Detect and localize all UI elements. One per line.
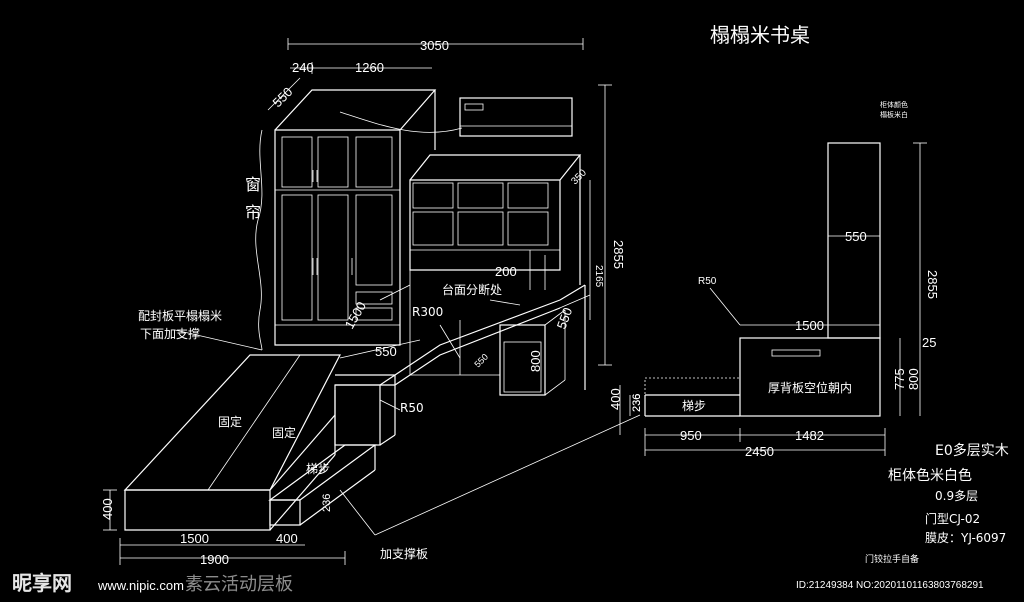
dim-236-step: 236 xyxy=(321,494,333,512)
dim-550-top: 550 xyxy=(270,84,296,110)
dim-1482: 1482 xyxy=(795,428,824,443)
dim-236-right-view: 236 xyxy=(631,394,643,412)
bookshelf-desk xyxy=(335,154,586,396)
spec-film: 膜皮：YJ-6097 xyxy=(925,531,1006,545)
dim-350: 350 xyxy=(569,167,589,187)
dim-240: 240 xyxy=(292,60,314,75)
drawing-title: 榻榻米书桌 xyxy=(710,23,810,47)
watermark-id: ID:21249384 NO:20201101163803768291 xyxy=(796,580,984,591)
dim-400-step: 400 xyxy=(276,531,298,546)
curtain-label-1: 窗 xyxy=(245,175,261,194)
dim-550-small: 550 xyxy=(472,352,490,370)
r50-label: R50 xyxy=(400,401,424,415)
dim-200: 200 xyxy=(495,264,517,279)
dim-236-right: 236 xyxy=(631,394,643,412)
dim-400-left: 400 xyxy=(100,498,115,520)
dim-550-desk: 550 xyxy=(375,344,397,359)
spec-door: 门型CJ-02 xyxy=(925,511,980,526)
step-label-left: 梯步 xyxy=(306,462,330,476)
wardrobe xyxy=(274,89,437,346)
right-elevation xyxy=(629,142,927,456)
tiny-note-1: 柜体颜色 xyxy=(880,100,908,109)
dim-2450: 2450 xyxy=(745,444,774,459)
watermark-overlay: 素云活动层板 xyxy=(185,574,293,595)
r50-right-label: R50 xyxy=(698,276,717,287)
dim-2855-right: 2855 xyxy=(925,270,940,299)
r300-label: R300 xyxy=(412,305,443,319)
dim-3050: 3050 xyxy=(420,38,449,53)
dim-1500-right: 1500 xyxy=(795,318,824,333)
dim-1500: 1500 xyxy=(180,531,209,546)
dim-800: 800 xyxy=(528,350,543,372)
dim-1900: 1900 xyxy=(200,552,229,567)
dim-550-right: 550 xyxy=(845,229,867,244)
back-panel-label: 厚背板空位朝内 xyxy=(768,380,852,395)
spec-handle: 门铰拉手自备 xyxy=(865,553,919,565)
spec-material: E0多层实木 xyxy=(935,442,1009,459)
dim-25: 25 xyxy=(922,335,936,350)
counter-break-label: 台面分断处 xyxy=(442,282,502,297)
watermark-site: www.nipic.com xyxy=(97,578,184,593)
dim-1260: 1260 xyxy=(355,60,384,75)
ac-unit xyxy=(339,97,573,137)
fixed-label-2: 固定 xyxy=(272,425,296,440)
watermark-brand: 昵享网 xyxy=(12,571,72,595)
dim-550-side: 550 xyxy=(554,306,576,332)
curtain-line xyxy=(255,129,263,351)
dim-800-right: 800 xyxy=(906,368,921,390)
dim-950: 950 xyxy=(680,428,702,443)
note-seal-board: 配封板平榻榻米 xyxy=(138,309,222,323)
tatami-platform xyxy=(123,354,641,536)
step-label-right: 梯步 xyxy=(682,399,706,413)
dim-2165: 2165 xyxy=(593,265,604,288)
spec-layer: 0.9多层 xyxy=(935,489,978,503)
dim-2855: 2855 xyxy=(611,240,626,269)
note-support: 下面加支撑 xyxy=(140,326,200,341)
support-board-label: 加支撑板 xyxy=(380,546,428,561)
dimension-lines-left xyxy=(103,38,621,565)
dim-775: 775 xyxy=(892,368,907,390)
dim-400-right: 400 xyxy=(608,388,623,410)
spec-color: 柜体色米白色 xyxy=(888,467,972,484)
fixed-label-1: 固定 xyxy=(218,414,242,429)
curtain-label-2: 帘 xyxy=(245,203,261,222)
tiny-note-2: 榻板米白 xyxy=(880,110,908,119)
dim-1500-rotated: 1500 xyxy=(342,299,369,332)
